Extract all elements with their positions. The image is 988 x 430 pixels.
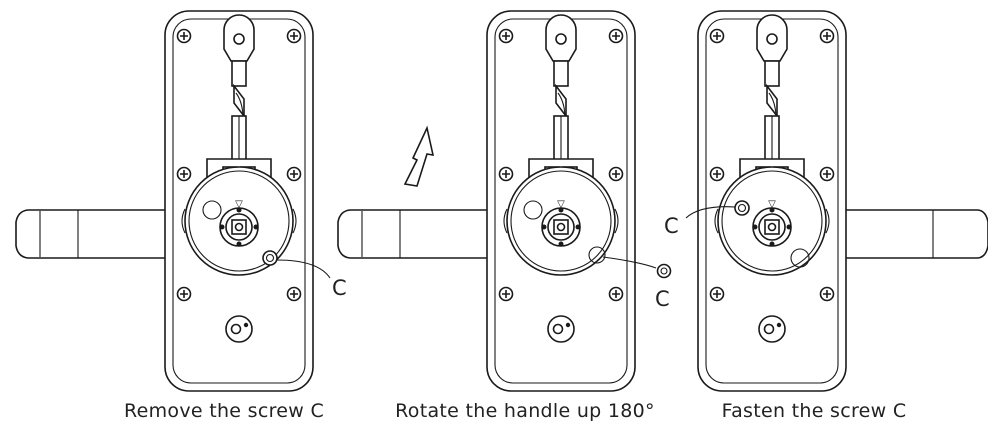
callout-label-c: C [332,276,347,300]
indicator-triangle: ▽ [557,199,565,210]
callout-leader [276,259,331,279]
step-caption: Remove the screw C [124,400,324,422]
empty-screw-hole [523,200,543,220]
empty-screw-hole [790,248,810,268]
callout-leader [602,256,657,269]
step-3-panel: ▽ C Fasten the screw C [664,11,988,422]
lever-handle [337,209,487,259]
screw-c [262,250,278,266]
step-2-panel: ▽ C Rotate the handle up 180° [337,11,672,422]
rotation-arrow-icon [403,125,435,187]
indicator-triangle: ▽ [768,199,776,210]
indicator-triangle: ▽ [235,199,243,210]
lever-handle [15,209,165,259]
callout-label-c: C [655,287,670,311]
step-caption: Fasten the screw C [722,400,907,422]
callout-label-c: C [664,214,679,238]
empty-screw-hole [588,246,606,264]
step-caption: Rotate the handle up 180° [395,400,655,422]
empty-screw-hole [202,200,222,220]
screw-c [734,200,750,216]
screw-c [656,263,672,279]
step-1-panel: ▽ C Remove the screw C [15,11,347,422]
callout-leader [685,206,736,219]
lever-handle [846,209,988,259]
